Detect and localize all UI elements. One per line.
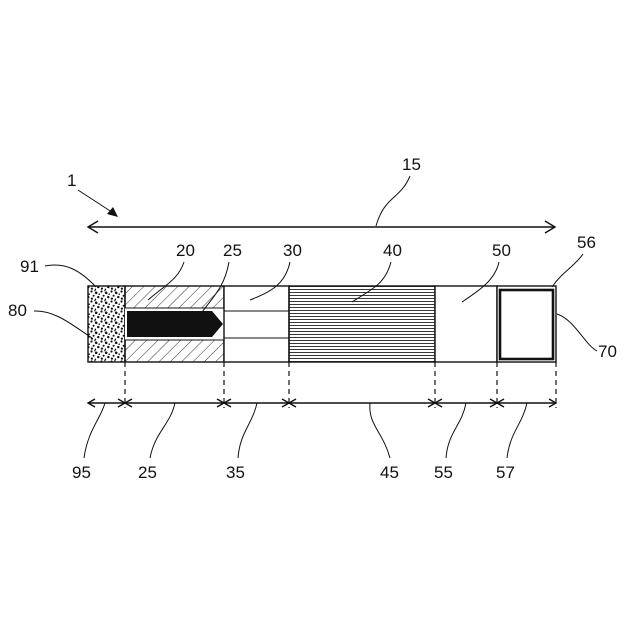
- label-50: 50: [492, 241, 511, 260]
- label-45: 45: [380, 463, 399, 482]
- segment-50: [435, 286, 497, 362]
- label-91: 91: [20, 257, 39, 276]
- segment-40-striped: [289, 286, 435, 362]
- segment-25-arrow: [127, 311, 223, 337]
- overall-length-arrow: [88, 221, 555, 233]
- leader-35: [238, 403, 257, 458]
- label-overall-length: 15: [402, 155, 421, 174]
- label-20: 20: [176, 241, 195, 260]
- label-25-bottom: 25: [138, 463, 157, 482]
- label-25-top: 25: [223, 241, 242, 260]
- label-95: 95: [72, 463, 91, 482]
- segment-70: [500, 290, 553, 359]
- leader-57: [507, 403, 527, 458]
- leader-device-arrowhead: [107, 207, 118, 217]
- dimension-arrows: [88, 399, 556, 407]
- leader-95: [84, 403, 105, 458]
- label-30: 30: [283, 241, 302, 260]
- label-57: 57: [496, 463, 515, 482]
- leader-70: [557, 314, 597, 351]
- leader-56: [552, 254, 583, 287]
- leader-91: [45, 265, 96, 287]
- device-body: [88, 286, 556, 362]
- label-70: 70: [598, 342, 617, 361]
- label-80: 80: [8, 301, 27, 320]
- extension-lines: [125, 362, 556, 408]
- label-56: 56: [577, 233, 596, 252]
- leader-25-bottom: [150, 403, 175, 458]
- label-device: 1: [67, 171, 76, 190]
- leader-45: [370, 403, 390, 458]
- leader-55: [446, 403, 466, 458]
- label-55: 55: [434, 463, 453, 482]
- label-40: 40: [383, 241, 402, 260]
- leader-80: [34, 311, 92, 338]
- segment-80-plug: [88, 286, 125, 362]
- leader-overall-length: [376, 176, 410, 226]
- label-35: 35: [226, 463, 245, 482]
